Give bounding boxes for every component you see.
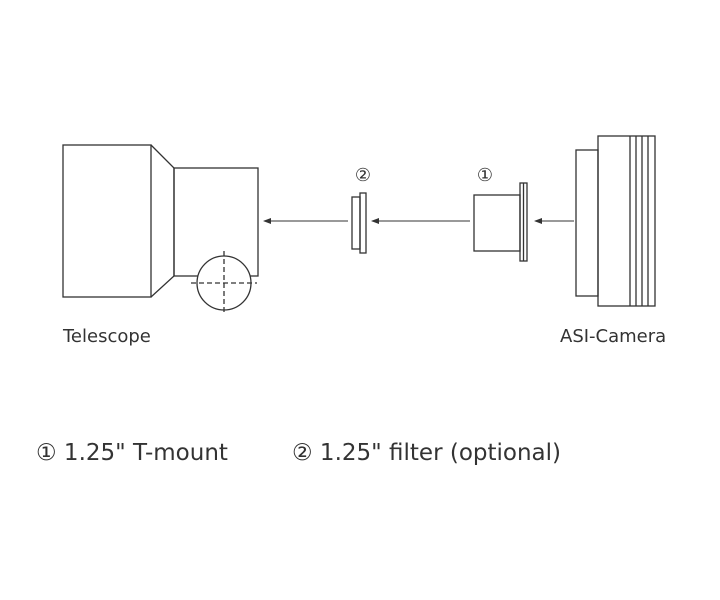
camera-body xyxy=(597,135,656,307)
filter-marker: ② xyxy=(355,165,371,186)
filter-drawing xyxy=(351,192,367,254)
legend-filter: ② 1.25" filter (optional) xyxy=(292,440,562,466)
telescope-drawing xyxy=(62,144,259,314)
tmount-marker: ① xyxy=(477,165,493,186)
tmount-body xyxy=(473,194,521,252)
telescope-label: Telescope xyxy=(63,326,151,347)
filter-body xyxy=(351,196,361,250)
legend-tmount: ① 1.25" T-mount xyxy=(36,440,228,466)
filter-ring xyxy=(359,192,367,254)
camera-label: ASI-Camera xyxy=(560,326,667,347)
camera-drawing xyxy=(575,135,656,307)
telescope-tube xyxy=(62,144,152,298)
camera-front xyxy=(575,149,599,297)
telescope-taper xyxy=(150,144,175,298)
tmount-drawing xyxy=(473,182,528,262)
